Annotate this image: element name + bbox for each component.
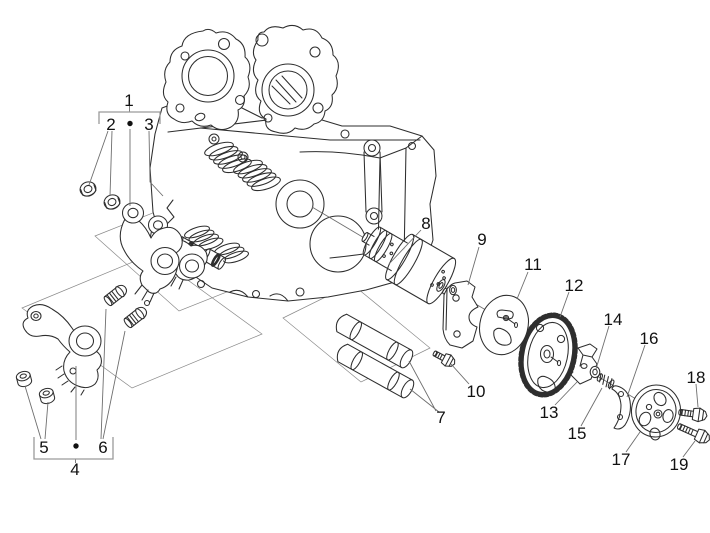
- callout-18: 18: [687, 368, 706, 387]
- callout-17: 17: [612, 450, 631, 469]
- group-brackets: [33, 111, 161, 460]
- part-10-bolt: [432, 350, 456, 367]
- callout-9: 9: [477, 230, 486, 249]
- part-18-bolt: [678, 407, 708, 423]
- leader-8: [388, 229, 422, 265]
- callout-8: 8: [421, 214, 430, 233]
- leader-1: [129, 105, 131, 206]
- callout-19: 19: [670, 455, 689, 474]
- part-16-crescent-plate: [611, 385, 631, 430]
- bracket-dot-1: [127, 120, 133, 127]
- callout-5: 5: [39, 438, 48, 457]
- callout-7: 7: [436, 408, 445, 427]
- callout-15: 15: [568, 424, 587, 443]
- bracket-group-4: [33, 437, 114, 460]
- callout-10: 10: [467, 382, 486, 401]
- callout-3: 3: [144, 115, 153, 134]
- part-17-hub-wheel: [630, 384, 682, 441]
- part-14-washer: [589, 365, 601, 379]
- callout-12: 12: [565, 276, 584, 295]
- axis-washer: [449, 284, 457, 296]
- part-8-camshaft: [361, 226, 457, 305]
- leader-13: [554, 381, 578, 406]
- head-cover-plate-right: [252, 24, 339, 134]
- part-2-nuts: [79, 181, 121, 210]
- leader-2: [88, 130, 113, 197]
- leader-4: [75, 366, 77, 463]
- callout-6: 6: [98, 438, 107, 457]
- leader-17: [625, 431, 641, 453]
- part-12-timing-sprocket: [518, 312, 578, 398]
- cylinder-head: [149, 24, 437, 302]
- leader-9: [467, 246, 480, 286]
- leader-18: [695, 383, 699, 408]
- leader-11: [516, 271, 529, 300]
- valve-spring-left: [204, 133, 252, 174]
- leader-10: [450, 363, 470, 385]
- part-15-spring: [596, 373, 615, 390]
- leader-6: [100, 308, 126, 440]
- head-cover-plate-left: [162, 28, 251, 131]
- callout-16: 16: [640, 329, 659, 348]
- bracket-dot-4: [73, 443, 79, 449]
- valve-spring-right: [233, 151, 281, 192]
- leader-3: [148, 130, 164, 197]
- callout-2: 2: [106, 115, 115, 134]
- callout-13: 13: [540, 403, 559, 422]
- callout-labels: 1 2 3 4 5 6 7 8 9 10 11 12 13 14 15 16 1…: [39, 91, 705, 479]
- part-1-rocker-assembly-upper: [119, 202, 208, 307]
- callout-11: 11: [524, 255, 542, 274]
- callout-4: 4: [70, 460, 79, 479]
- leader-19: [682, 440, 696, 458]
- leader-16: [626, 344, 646, 398]
- leader-12: [559, 291, 570, 318]
- part-6-adjuster-screws: [103, 284, 148, 329]
- part-9-cam-plate: [442, 280, 479, 349]
- bracket-group-1: [98, 111, 161, 124]
- part-19-bolt: [677, 423, 710, 444]
- part-7-rocker-shafts: [335, 313, 415, 399]
- callout-1: 1: [124, 91, 133, 110]
- leader-5: [24, 385, 49, 440]
- part-11-disc: [479, 294, 529, 356]
- leader-7: [408, 360, 440, 413]
- leader-14: [595, 325, 610, 370]
- leader-15: [580, 387, 603, 427]
- part-4-rocker-assembly-lower: [22, 304, 102, 396]
- callout-14: 14: [604, 310, 623, 329]
- leader-lines: [24, 105, 699, 463]
- part-5-cap-nuts: [15, 370, 56, 405]
